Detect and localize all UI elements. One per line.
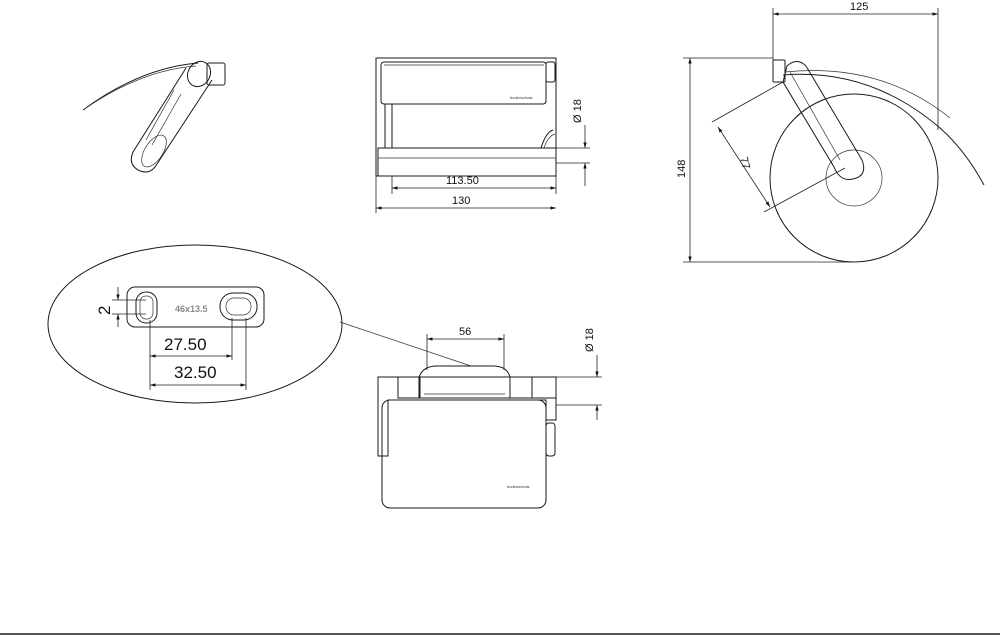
dim-front-outer: 130 [452,195,470,207]
dim-slot: 2 [95,306,114,315]
detail-callout: 46x13.5 2 27.50 32.50 [47,244,472,404]
top-view: bodenschatz 56 Ø 18 [377,326,602,509]
dim-inner-spacing: 27.50 [164,335,207,354]
brand-logo: bodenschatz [510,95,533,100]
perspective-view [82,60,226,173]
dim-side-height: 148 [676,160,688,178]
dim-front-inner: 113.50 [446,175,479,187]
dim-front-diameter: Ø 18 [572,99,584,123]
brand-logo-top: bodenschatz [507,484,530,489]
dim-top-diameter: Ø 18 [584,328,596,352]
side-view: 125 148 77 [676,1,985,263]
front-view: bodenschatz 113.50 130 Ø 18 [375,57,590,213]
dim-side-arm: 77 [737,156,752,171]
dim-top-width: 56 [459,326,471,338]
plate-size-label: 46x13.5 [175,304,208,314]
dim-side-width: 125 [850,1,868,13]
dim-outer-spacing: 32.50 [174,363,217,382]
